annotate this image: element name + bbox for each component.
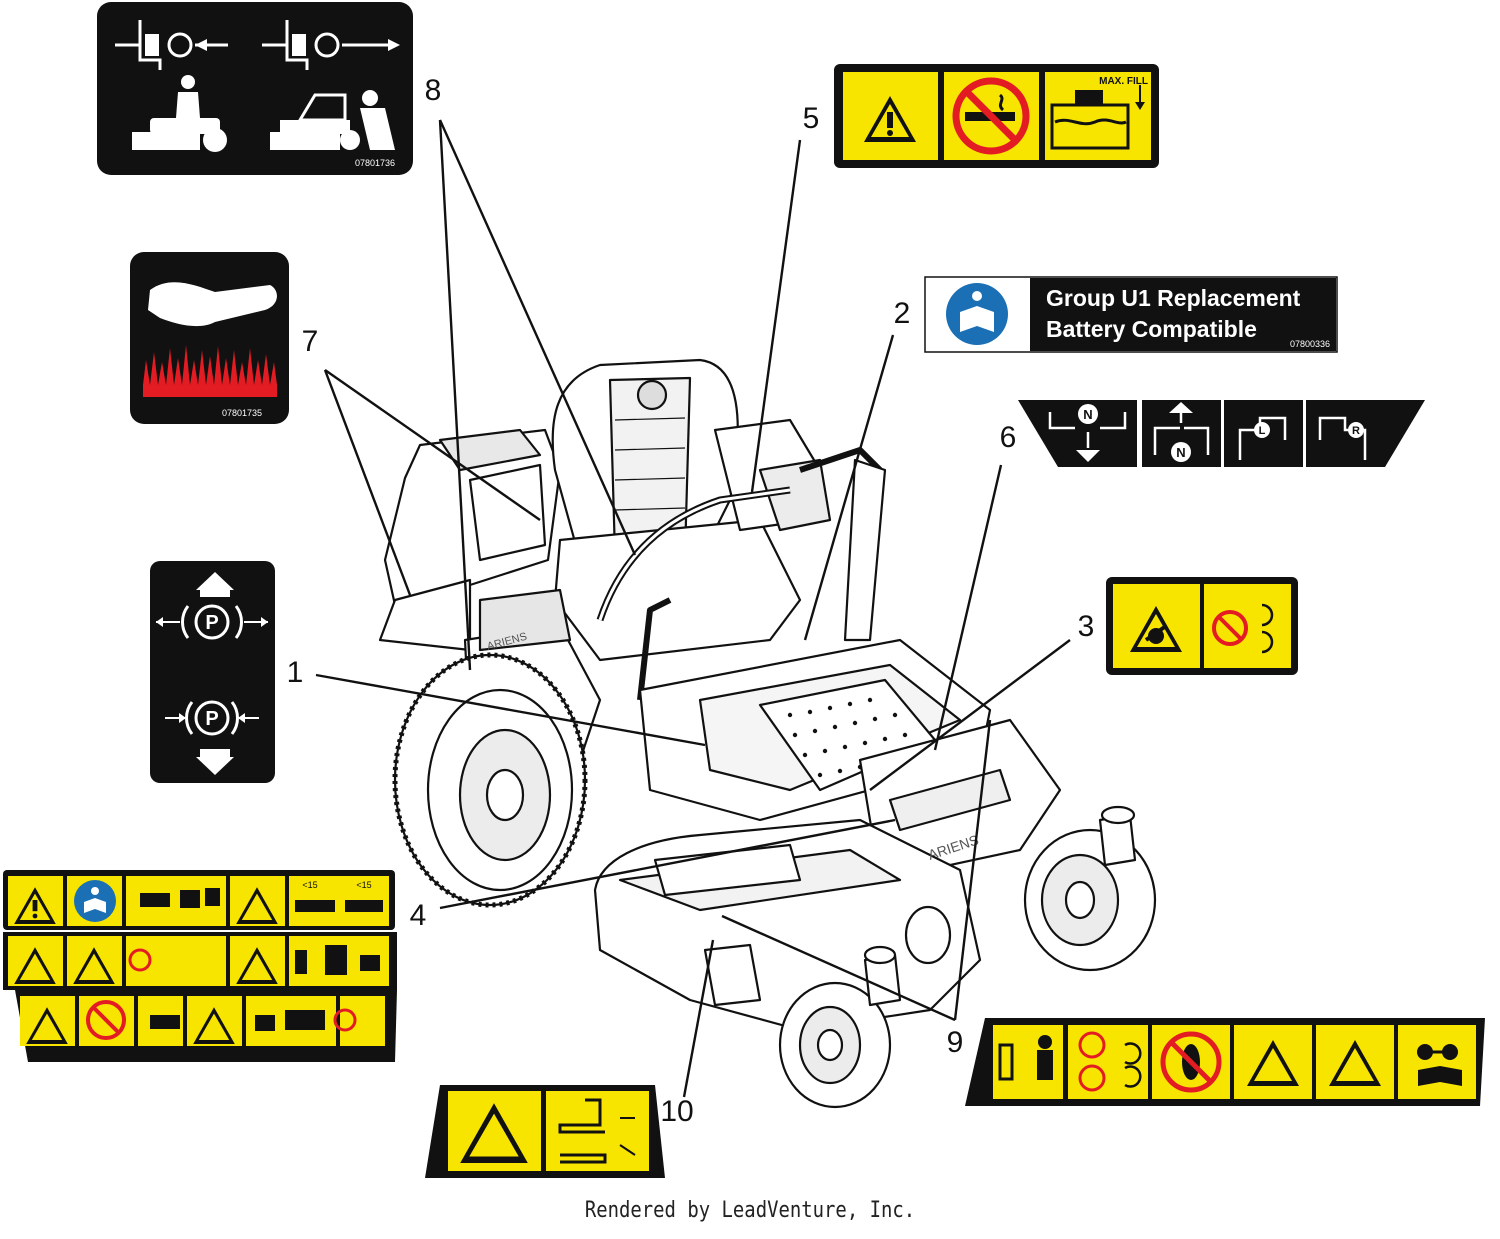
decal-hot-surface: 07801735 bbox=[130, 252, 289, 424]
slope-limit-right: <15 bbox=[356, 880, 371, 890]
right-label: R bbox=[1352, 425, 1360, 437]
callout-8: 8 bbox=[425, 74, 442, 107]
battery-line-1: Group U1 Replacement bbox=[1046, 285, 1301, 311]
decal-parking-brake: P P bbox=[150, 561, 275, 783]
decal-bypass-lever: 07801736 bbox=[97, 2, 413, 175]
brake-symbol-2: P bbox=[205, 708, 218, 730]
decal-direction: N N L R bbox=[1018, 400, 1425, 467]
decal-deck-warning bbox=[965, 1018, 1485, 1106]
decal-blade-rotation bbox=[1106, 577, 1298, 675]
callout-numbers: 1 2 3 4 5 6 7 8 9 10 bbox=[287, 74, 1095, 1128]
callout-6: 6 bbox=[1000, 421, 1017, 454]
leader-lines bbox=[315, 119, 1071, 1098]
callout-9: 9 bbox=[947, 1026, 964, 1059]
left-label: L bbox=[1259, 425, 1266, 437]
hand-icon bbox=[148, 282, 277, 327]
slope-limit-left: <15 bbox=[302, 880, 317, 890]
decal-fuel-warning: MAX. FILL bbox=[834, 64, 1159, 168]
neutral-label-2: N bbox=[1176, 445, 1185, 460]
decal-safety-panel: <15 <15 bbox=[3, 870, 397, 1062]
max-fill-label: MAX. FILL bbox=[1099, 76, 1148, 87]
warning-icon bbox=[864, 96, 916, 142]
footer-credit: Rendered by LeadVenture, Inc. bbox=[584, 1198, 916, 1223]
callout-7: 7 bbox=[302, 325, 319, 358]
battery-line-2: Battery Compatible bbox=[1046, 316, 1257, 342]
flame-icon bbox=[143, 345, 277, 397]
brake-symbol-1: P bbox=[205, 612, 218, 634]
mower-illustration: ARIENS ARIENS bbox=[378, 358, 1157, 1109]
callout-4: 4 bbox=[410, 899, 427, 932]
neutral-label-1: N bbox=[1083, 407, 1092, 422]
fuel-tank-icon bbox=[1050, 85, 1145, 150]
callout-10: 10 bbox=[660, 1095, 693, 1128]
decal-bypass-part: 07801736 bbox=[355, 158, 395, 168]
callout-2: 2 bbox=[894, 297, 911, 330]
decal-deck-lift bbox=[425, 1085, 665, 1178]
decal-battery: Group U1 Replacement Battery Compatible … bbox=[924, 276, 1338, 353]
no-smoking-icon bbox=[952, 77, 1030, 155]
decal-hot-surface-part: 07801735 bbox=[222, 408, 262, 418]
callout-1: 1 bbox=[287, 656, 304, 689]
callout-3: 3 bbox=[1078, 610, 1095, 643]
callout-5: 5 bbox=[803, 102, 820, 135]
battery-part: 07800336 bbox=[1290, 339, 1330, 349]
